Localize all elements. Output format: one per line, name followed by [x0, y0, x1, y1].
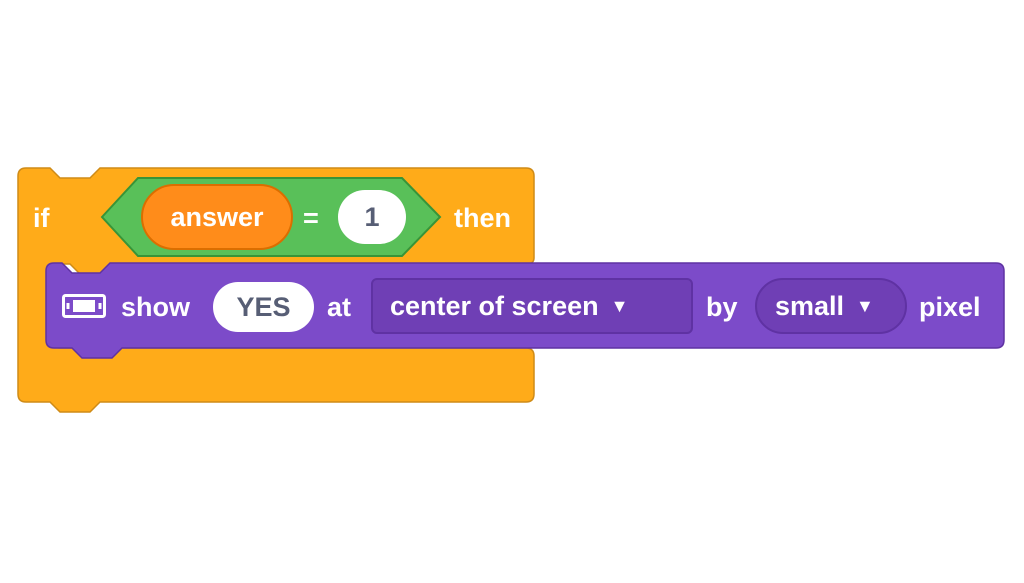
- led-display-icon: [62, 294, 106, 318]
- at-label: at: [327, 292, 352, 322]
- pixel-label: pixel: [919, 292, 981, 322]
- then-keyword: then: [454, 203, 511, 233]
- chevron-down-icon: ▼: [610, 296, 629, 316]
- by-label: by: [706, 292, 738, 322]
- size-dropdown-label: small: [775, 290, 845, 321]
- chevron-down-icon: ▼: [856, 296, 874, 316]
- if-keyword: if: [33, 203, 50, 233]
- show-label: show: [121, 292, 191, 322]
- text-value-input[interactable]: YES: [213, 282, 314, 332]
- position-dropdown-label: center of screen: [390, 290, 599, 321]
- answer-reporter[interactable]: answer: [141, 184, 293, 250]
- equals-operator: =: [303, 203, 319, 233]
- size-dropdown[interactable]: small ▼: [755, 278, 907, 334]
- condition-value-input[interactable]: 1: [338, 190, 406, 244]
- position-dropdown[interactable]: center of screen ▼: [371, 278, 693, 334]
